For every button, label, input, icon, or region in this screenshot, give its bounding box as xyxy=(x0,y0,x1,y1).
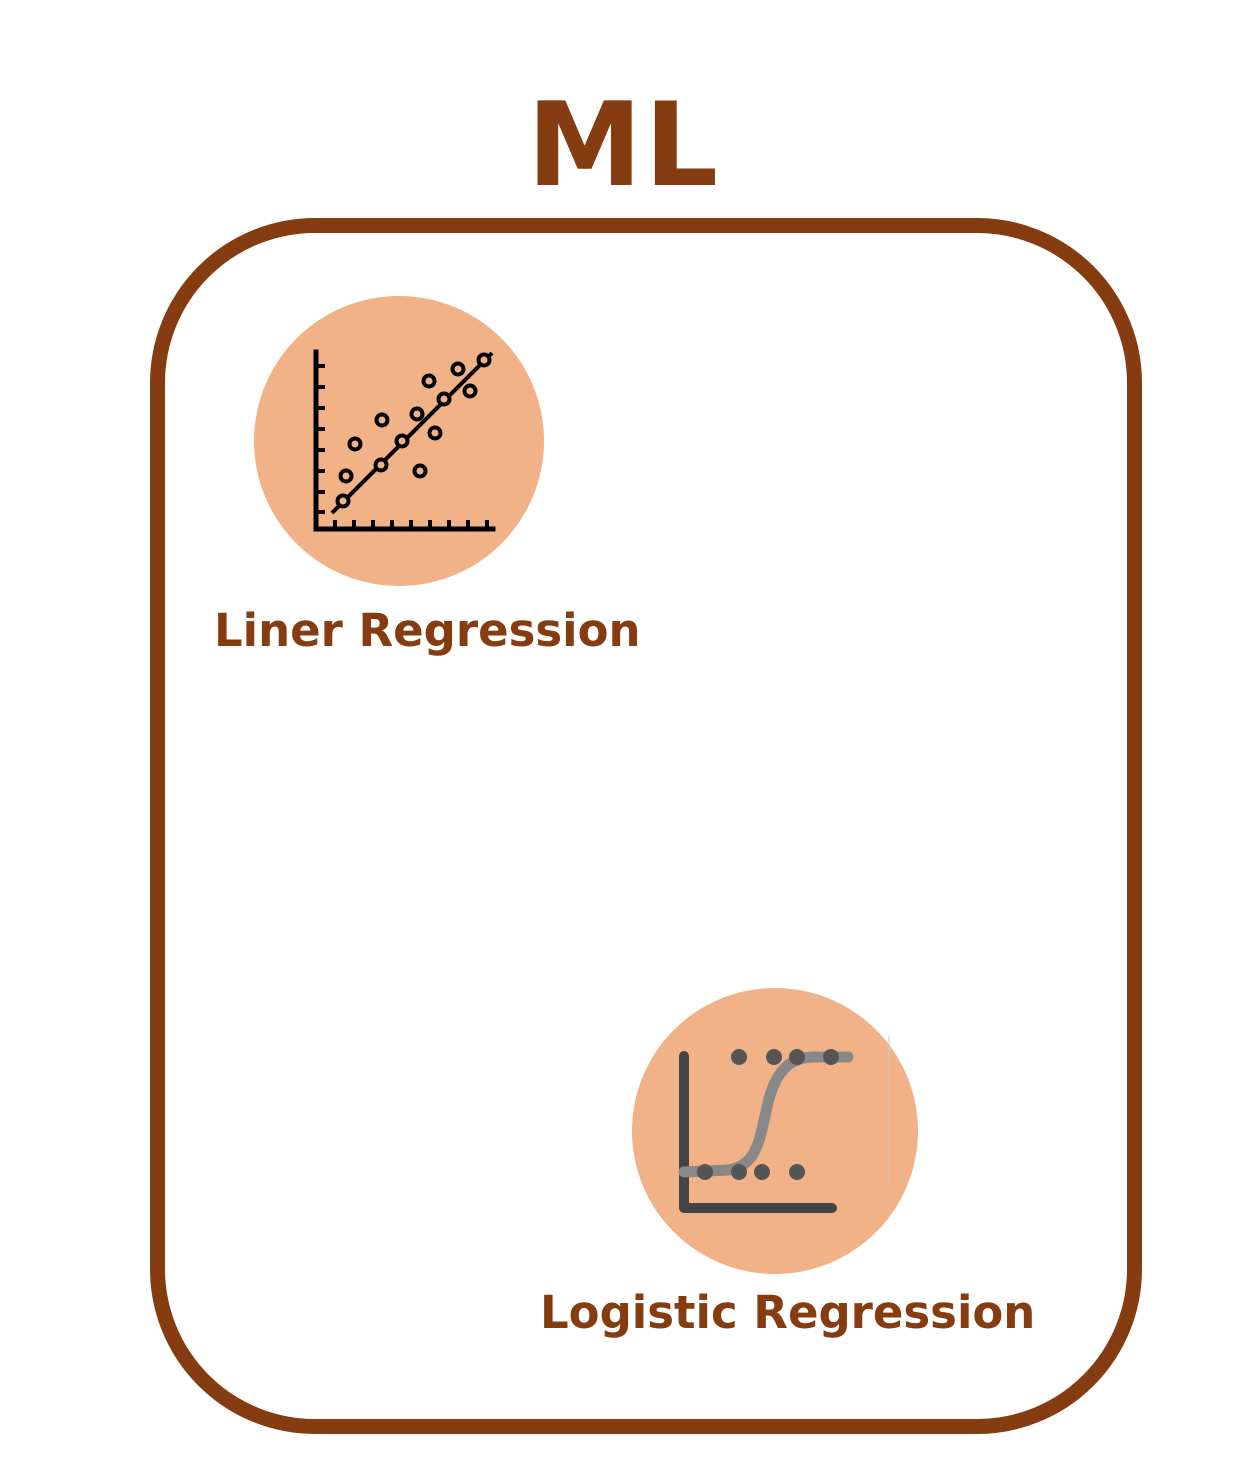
linear-regression-node xyxy=(254,296,544,586)
diagram-title: ML xyxy=(526,78,721,213)
sigmoid-curve-icon xyxy=(678,1036,890,1213)
scatter-plot-regression-icon xyxy=(313,349,496,532)
linear-regression-label: Liner Regression xyxy=(214,604,641,657)
logistic-regression-node xyxy=(632,988,918,1274)
logistic-regression-label: Logistic Regression xyxy=(540,1286,1036,1339)
